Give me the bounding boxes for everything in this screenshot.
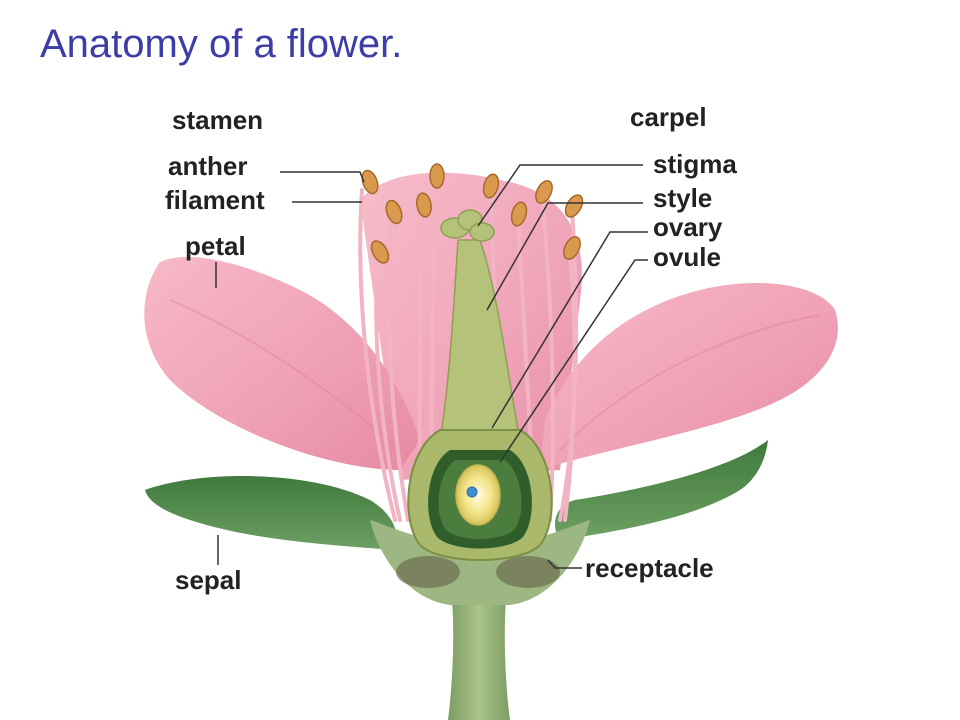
filament-label: filament <box>165 185 265 215</box>
stem <box>448 600 510 720</box>
petal-label: petal <box>185 231 246 261</box>
ovule-nucleus <box>466 486 478 498</box>
style-label: style <box>653 183 713 213</box>
sepal-left <box>145 476 397 550</box>
stamen-group-label: stamen <box>172 105 264 135</box>
petal-right <box>540 282 838 470</box>
diagram-title: Anatomy of a flower. <box>40 22 403 66</box>
petal-left-vein <box>169 299 401 451</box>
receptacle-cavity-right <box>496 556 560 588</box>
sepal-label: sepal <box>175 565 242 595</box>
petal-left <box>144 256 420 470</box>
anthers <box>361 163 584 264</box>
ovary-label: ovary <box>653 212 723 242</box>
ovule-label: ovule <box>653 242 721 272</box>
carpel-group-label: carpel <box>630 102 707 132</box>
leader-lines <box>215 164 648 569</box>
anther-label: anther <box>168 151 248 181</box>
receptacle-cavity-left <box>396 556 460 588</box>
ovule <box>455 464 501 526</box>
sepal-right <box>555 440 768 540</box>
receptacle-label: receptacle <box>585 553 714 583</box>
stigma <box>440 209 495 242</box>
stigma-label: stigma <box>653 149 737 179</box>
petal-right-vein <box>559 314 821 451</box>
